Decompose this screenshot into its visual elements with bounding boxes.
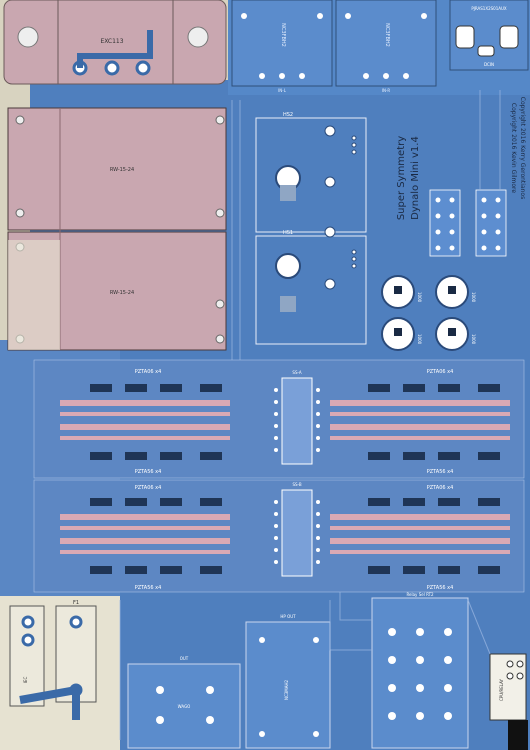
power-connector-label: IEC: [23, 677, 28, 684]
output-connector: [127, 663, 241, 749]
heatsink-top-label: RW-15-24: [110, 167, 134, 173]
traces: [119, 90, 501, 740]
board-title-line1: Super Symmetry: [396, 136, 407, 220]
smd-components: [60, 400, 510, 554]
hp-output-label: NC3MAH2: [284, 680, 289, 701]
relay-left: [429, 189, 461, 257]
trans-label-mid-left: PZTA56 x4: [135, 469, 162, 475]
jack-right-sublabel: IN-R: [382, 88, 391, 93]
jack-left-body: [231, 0, 333, 87]
fuse-label: F1: [73, 600, 79, 606]
heatsink-bottom-label: RW-15-24: [110, 290, 134, 296]
hs2-label: HS2: [283, 112, 293, 118]
center-ic-top: [281, 377, 313, 465]
aux-connector-label: PJRAS1X2S01AUX: [471, 6, 507, 11]
cap-right-label: 1000: [471, 292, 476, 303]
copyright-line2: Copyright 2016 Kerry Gerontianos: [519, 97, 526, 199]
trans-label-bot-right: PZTA56 x4: [427, 585, 454, 591]
trans-label-mid-right: PZTA56 x4: [427, 469, 454, 475]
input-connector-pins: [72, 60, 151, 76]
cap-left2-label: 1000: [417, 334, 422, 345]
relay-right: [475, 189, 507, 257]
hp-out-sublabel: HP OUT: [280, 614, 296, 619]
center-ic-bottom: [281, 489, 313, 577]
trans-label-top-right: PZTA06 x4: [427, 369, 454, 375]
output-connector-label: OUT: [180, 656, 189, 661]
amp-section-top: [33, 359, 525, 479]
electrolytic-capacitors: [381, 275, 469, 351]
cap-left-label: 1000: [417, 292, 422, 303]
trans-label-bot-left: PZTA56 x4: [135, 585, 162, 591]
regulator-hs1: [255, 235, 367, 345]
jack-right-label: NC3FBH2: [384, 23, 390, 47]
wago-label: WAGO: [178, 704, 191, 709]
board-title-line2: Dynalo Mini v1.4: [410, 136, 421, 220]
selector-switch: [371, 597, 469, 749]
heatsink-top: [7, 107, 227, 231]
transistor-rows: [90, 384, 500, 574]
aux-sub-label: DCIN: [484, 62, 494, 67]
mount-hole-tl: [17, 26, 39, 48]
hs1-label: HS1: [283, 230, 293, 236]
regulator-hs2: [255, 117, 367, 233]
cap-right2-label: 1000: [471, 334, 476, 345]
jack-right-body: [335, 0, 437, 87]
control-header-label: CPU/RELAY: [499, 678, 504, 701]
jack-left-sublabel: IN-L: [278, 88, 287, 93]
trans-label-top-left: PZTA06 x4: [135, 369, 162, 375]
input-connector-body: [3, 0, 227, 85]
copyright-line1: Copyright 2016 Kevin Gilmore: [510, 103, 517, 193]
ic-top-label: SS-A: [292, 370, 301, 375]
input-connector-label: EXC113: [100, 38, 123, 45]
trans-label-mid2-right: PZTA06 x4: [427, 485, 454, 491]
jack-left-label: NC3FBH2: [280, 23, 286, 47]
ic-bottom-label: SS-B: [292, 482, 301, 487]
mount-hole-tr: [187, 26, 209, 48]
amp-section-bottom: [33, 479, 525, 593]
trans-label-mid2-left: PZTA06 x4: [135, 485, 162, 491]
selector-switch-label: Relay Sel RT2: [406, 592, 434, 597]
